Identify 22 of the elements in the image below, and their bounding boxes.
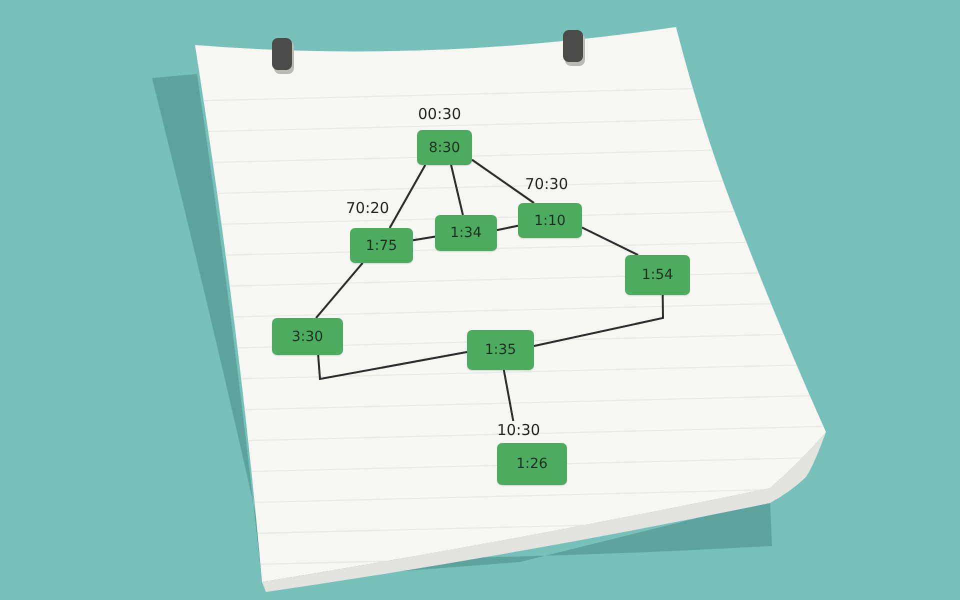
connector-line [496,224,518,232]
connector-line [582,226,638,256]
connector-line [317,351,468,380]
connector-line [471,158,535,204]
time-box: 8:30 [417,130,472,165]
connector-line [450,164,464,216]
time-label: 00:30 [418,107,462,122]
connector-line [534,294,664,347]
time-box: 1:75 [350,228,413,263]
time-box: 1:34 [435,215,497,251]
connector-line [315,262,364,319]
connector-line [502,370,514,422]
time-box: 1:35 [467,330,534,370]
time-label: 70:20 [346,201,390,216]
time-box: 1:54 [625,255,690,295]
connector-line [388,164,426,228]
time-label: 10:30 [497,423,540,438]
connector-line [412,236,436,242]
time-box: 3:30 [272,318,343,355]
time-box: 1:10 [518,203,582,238]
time-box: 1:26 [497,443,567,485]
time-label: 70:30 [525,177,568,192]
